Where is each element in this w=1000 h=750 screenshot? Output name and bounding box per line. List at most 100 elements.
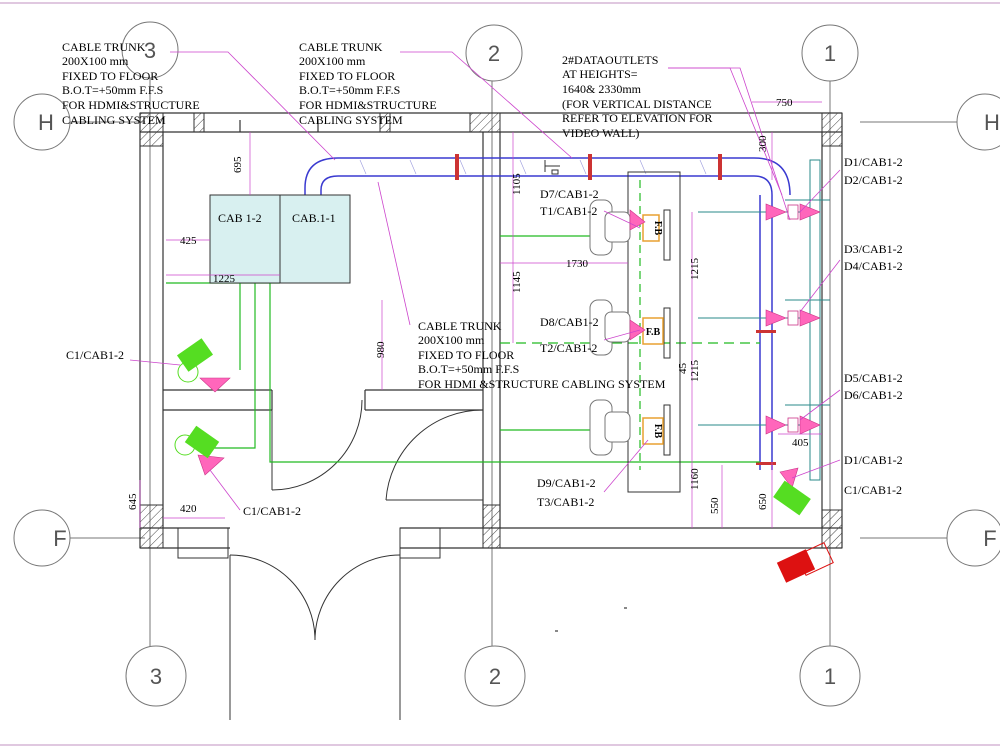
chairs xyxy=(589,199,631,456)
svg-text:CABLE TRUNK: CABLE TRUNK xyxy=(299,40,383,54)
camera-red xyxy=(776,542,834,583)
svg-text:1730: 1730 xyxy=(566,258,589,270)
svg-text:200X100 mm: 200X100 mm xyxy=(299,54,366,68)
cable-routes xyxy=(166,180,760,470)
note-data-outlets: 2#DATAOUTLETS AT HEIGHTS= 1640& 2330mm (… xyxy=(562,53,712,140)
label-d8: D8/CAB1-2 xyxy=(540,315,599,329)
label-d7: D7/CAB1-2 xyxy=(540,187,599,201)
svg-text:FIXED TO FLOOR: FIXED TO FLOOR xyxy=(299,69,395,83)
svg-text:3: 3 xyxy=(150,664,162,689)
device-labels: D7/CAB1-2 T1/CAB1-2 D8/CAB1-2 T2/CAB1-2 … xyxy=(66,155,903,518)
grid-bubble-top-1: 1 xyxy=(801,24,859,82)
svg-text:45: 45 xyxy=(677,363,689,375)
svg-text:AT HEIGHTS=: AT HEIGHTS= xyxy=(562,67,638,81)
svg-text:B.O.T=+50mm F.F.S: B.O.T=+50mm F.F.S xyxy=(418,362,519,376)
svg-text:425: 425 xyxy=(180,235,197,247)
label-c1-left: C1/CAB1-2 xyxy=(66,348,124,362)
grid-bubble-bottom-3: 3 xyxy=(125,645,187,707)
svg-text:F: F xyxy=(983,526,996,551)
label-t1: T1/CAB1-2 xyxy=(540,204,597,218)
svg-text:VIDEO WALL): VIDEO WALL) xyxy=(562,126,639,140)
grid-bubble-top-3: 3 xyxy=(121,21,179,79)
svg-text:CAB.1-1: CAB.1-1 xyxy=(292,211,336,225)
svg-text:200X100 mm: 200X100 mm xyxy=(62,54,129,68)
svg-text:F.B: F.B xyxy=(652,221,663,236)
label-d2: D2/CAB1-2 xyxy=(844,173,903,187)
svg-text:650: 650 xyxy=(757,493,769,510)
label-d5: D5/CAB1-2 xyxy=(844,371,903,385)
svg-text:CABLE TRUNK: CABLE TRUNK xyxy=(418,319,502,333)
svg-text:1: 1 xyxy=(824,664,836,689)
leader-lines xyxy=(129,51,841,511)
label-d3: D3/CAB1-2 xyxy=(844,242,903,256)
trunk-joints xyxy=(300,154,776,465)
svg-text:FIXED TO FLOOR: FIXED TO FLOOR xyxy=(418,348,514,362)
grid-bubble-bottom-1: 1 xyxy=(799,645,861,707)
svg-text:645: 645 xyxy=(127,493,139,510)
misc-marks xyxy=(555,607,627,632)
dimension-texts: 750 300 695 425 1225 1105 1145 1730 980 … xyxy=(127,97,809,515)
floor-box-symbol xyxy=(544,160,560,175)
svg-text:200X100 mm: 200X100 mm xyxy=(418,333,485,347)
dimension-lines xyxy=(139,101,822,528)
svg-text:300: 300 xyxy=(757,135,769,152)
svg-text:CAB 1-2: CAB 1-2 xyxy=(218,211,262,225)
svg-text:(FOR VERTICAL DISTANCE: (FOR VERTICAL DISTANCE xyxy=(562,97,712,111)
label-d9: D9/CAB1-2 xyxy=(537,476,596,490)
grid-bubble-bottom-2: 2 xyxy=(464,645,526,707)
svg-text:1105: 1105 xyxy=(511,173,523,195)
svg-text:550: 550 xyxy=(709,497,721,514)
data-outlets xyxy=(197,203,821,489)
cabinet-cab1-1: CAB.1-1 xyxy=(279,194,351,284)
svg-text:FIXED TO FLOOR: FIXED TO FLOOR xyxy=(62,69,158,83)
svg-text:F.B: F.B xyxy=(646,327,661,338)
svg-text:2: 2 xyxy=(488,41,500,66)
camera-c1-lower xyxy=(174,425,220,459)
label-t3: T3/CAB1-2 xyxy=(537,495,594,509)
grid-bubble-right-h: H xyxy=(956,93,1000,151)
label-c1-bottom: C1/CAB1-2 xyxy=(243,504,301,518)
label-d6: D6/CAB1-2 xyxy=(844,388,903,402)
svg-text:H: H xyxy=(984,110,1000,135)
label-c1-right: C1/CAB1-2 xyxy=(844,483,902,497)
svg-text:1215: 1215 xyxy=(689,258,701,281)
grid-bubble-top-2: 2 xyxy=(465,24,523,82)
svg-text:2#DATAOUTLETS: 2#DATAOUTLETS xyxy=(562,53,658,67)
svg-text:FOR HDMI &STRUCTURE CABLING SY: FOR HDMI &STRUCTURE CABLING SYSTEM xyxy=(418,377,666,391)
svg-text:CABLING SYSTEM: CABLING SYSTEM xyxy=(62,113,166,127)
svg-text:F.B: F.B xyxy=(652,424,663,439)
grid-bubble-left-h: H xyxy=(13,93,71,151)
svg-text:REFER TO ELEVATION FOR: REFER TO ELEVATION FOR xyxy=(562,111,712,125)
grid-bubble-right-f: F xyxy=(946,509,1000,567)
label-d1-low: D1/CAB1-2 xyxy=(844,453,903,467)
svg-text:695: 695 xyxy=(232,156,244,173)
outlet-boxes xyxy=(787,204,799,433)
grid-bubble-left-f: F xyxy=(13,509,71,567)
svg-text:1160: 1160 xyxy=(689,468,701,490)
svg-text:420: 420 xyxy=(180,503,197,515)
svg-text:1: 1 xyxy=(824,41,836,66)
svg-text:FOR HDMI&STRUCTURE: FOR HDMI&STRUCTURE xyxy=(62,98,200,112)
label-d4: D4/CAB1-2 xyxy=(844,259,903,273)
svg-text:F: F xyxy=(53,526,66,551)
label-t2: T2/CAB1-2 xyxy=(540,341,597,355)
note-cable-trunk-center: CABLE TRUNK 200X100 mm FIXED TO FLOOR B.… xyxy=(418,319,666,391)
wall-columns xyxy=(139,112,843,549)
svg-text:1640& 2330mm: 1640& 2330mm xyxy=(562,82,642,96)
doors xyxy=(177,399,484,720)
camera-c1-upper xyxy=(176,338,214,383)
svg-text:1215: 1215 xyxy=(689,360,701,383)
cabinet-cab1-2: CAB 1-2 xyxy=(209,194,281,284)
note-cable-trunk-left: CABLE TRUNK 200X100 mm FIXED TO FLOOR B.… xyxy=(62,40,200,127)
svg-text:750: 750 xyxy=(776,97,793,109)
svg-text:3: 3 xyxy=(144,38,156,63)
label-d1-top: D1/CAB1-2 xyxy=(844,155,903,169)
svg-text:2: 2 xyxy=(489,664,501,689)
svg-text:405: 405 xyxy=(792,437,809,449)
svg-text:980: 980 xyxy=(375,341,387,358)
svg-text:FOR HDMI&STRUCTURE: FOR HDMI&STRUCTURE xyxy=(299,98,437,112)
grid-lines xyxy=(68,75,958,650)
svg-text:1225: 1225 xyxy=(213,273,236,285)
svg-text:CABLE TRUNK: CABLE TRUNK xyxy=(62,40,146,54)
